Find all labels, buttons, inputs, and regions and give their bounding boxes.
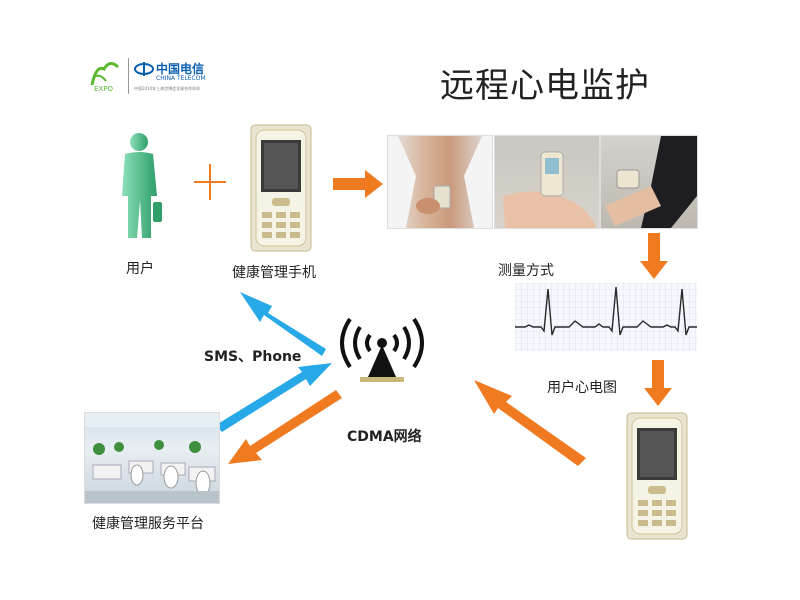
service-platform-icon — [85, 413, 219, 503]
ecg-waveform-icon — [515, 283, 697, 351]
sms-label: SMS、Phone — [204, 349, 302, 365]
expo-logo: EXPO — [88, 55, 122, 95]
phone-label: 健康管理手机 — [232, 265, 316, 281]
measure-photo-hand — [494, 135, 600, 229]
user-silhouette-icon — [122, 133, 162, 238]
mobile-phone-icon-2 — [626, 412, 688, 540]
user-label: 用户 — [126, 261, 154, 277]
measure-photo-wrist — [600, 135, 698, 229]
page-title: 远程心电监护 — [440, 66, 650, 106]
upload-phone — [626, 412, 688, 544]
logo-brand-cn: 中国电信 — [156, 62, 205, 76]
blue-arrow-to-phone — [240, 292, 326, 356]
service-platform-photo — [84, 412, 220, 504]
wireless-tower-icon — [340, 317, 424, 382]
orange-arrow-to-tower — [474, 380, 586, 466]
arrow-to-photos — [333, 168, 385, 204]
plus-sign — [192, 162, 228, 206]
measure-photo-wrist-icon — [605, 136, 697, 228]
measure-photo-chest-icon — [388, 136, 492, 228]
platform-label: 健康管理服务平台 — [92, 516, 204, 532]
blue-arrow-to-tower — [216, 363, 332, 432]
network-label: CDMA网络 — [347, 429, 422, 445]
user-figure — [115, 130, 165, 246]
logo-subtitle: 中国2010年上海世博会全球合作伙伴 — [134, 86, 201, 91]
measure-photo-chest — [387, 135, 493, 229]
arrow-down-icon-2 — [644, 360, 672, 406]
arrow-to-phone2 — [642, 360, 674, 412]
arrow-to-ecg — [638, 233, 670, 285]
arrow-right-icon — [333, 170, 383, 198]
arrow-down-icon — [640, 233, 668, 279]
measure-label: 测量方式 — [498, 263, 554, 279]
measure-photo-hand-icon — [503, 151, 595, 228]
expo-logo-icon: EXPO — [90, 62, 120, 93]
logo-brand-en: CHINA TELECOM — [156, 75, 206, 82]
ecg-chart — [515, 283, 697, 351]
mobile-phone-icon — [250, 124, 312, 252]
cdma-tower — [330, 313, 434, 389]
plus-icon — [194, 164, 226, 200]
ecg-label: 用户心电图 — [547, 380, 617, 396]
logo-divider — [128, 58, 129, 94]
svg-text:EXPO: EXPO — [94, 85, 113, 93]
china-telecom-logo-icon — [134, 60, 154, 82]
orange-arrow-to-platform — [228, 390, 342, 464]
health-phone — [250, 124, 312, 256]
